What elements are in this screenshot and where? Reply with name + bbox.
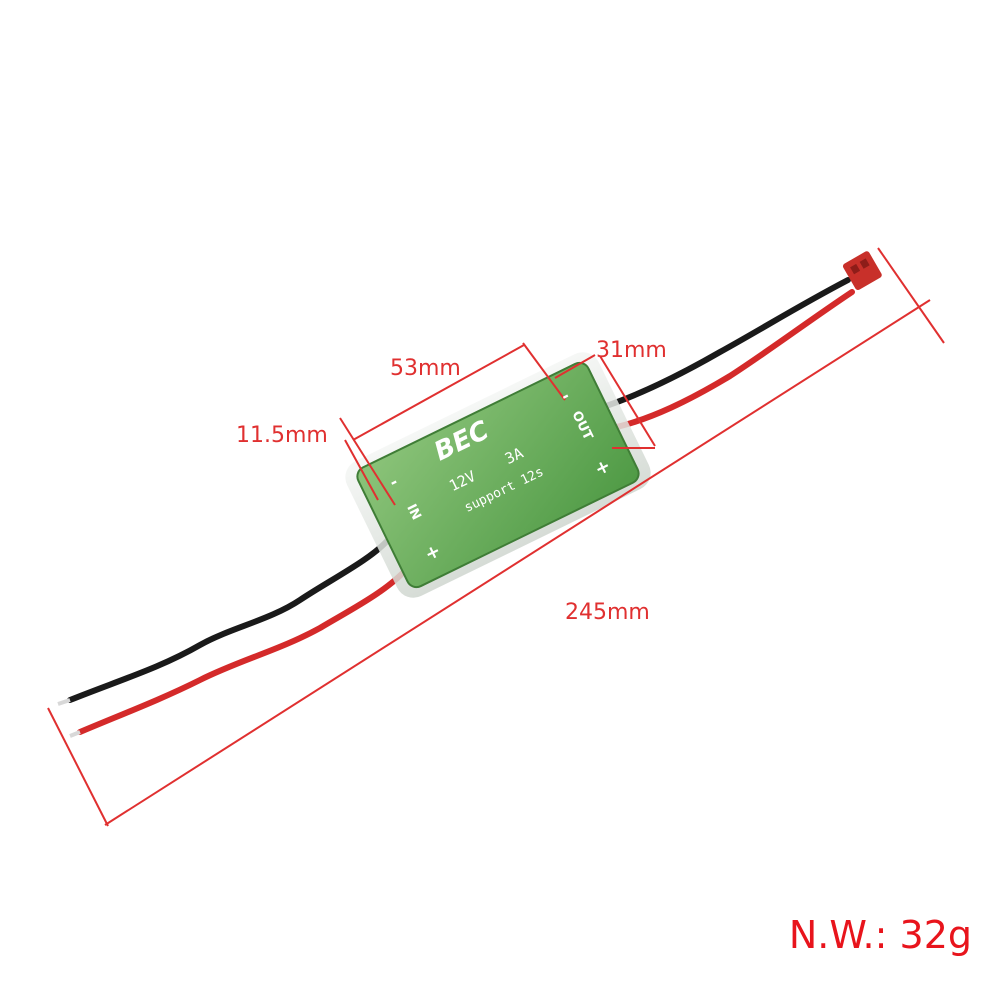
- module-length-label: 53mm: [390, 356, 461, 381]
- board-minus-left: -: [386, 471, 401, 492]
- net-weight-label: N.W.: 32g: [788, 913, 972, 957]
- board-plus-right: +: [591, 454, 615, 481]
- board-minus-right: -: [558, 385, 573, 406]
- board-out-label: OUT: [568, 408, 596, 443]
- module-length-tick-right: [522, 342, 566, 401]
- module-length-tick-left: [339, 417, 396, 506]
- module-length-line: [352, 344, 525, 441]
- input-black-wire: [67, 537, 391, 703]
- board-in-label: IN: [403, 501, 424, 523]
- board-voltage: 12V: [446, 467, 479, 496]
- output-red-wire: [609, 289, 855, 431]
- module-width-label: 31mm: [596, 338, 667, 363]
- length-end-tick-left: [47, 707, 109, 827]
- module-width-tick-top: [554, 354, 596, 379]
- module-height-line: [344, 439, 379, 501]
- length-end-tick-right: [877, 247, 945, 344]
- board-support: support 12s: [462, 464, 547, 516]
- dimension-lines: [47, 247, 945, 827]
- module-height-label: 11.5mm: [236, 423, 328, 448]
- input-black-wire-tip: [57, 698, 71, 706]
- module-width-tick-bottom: [599, 355, 656, 447]
- total-length-label: 245mm: [565, 600, 650, 625]
- output-black-wire: [597, 277, 851, 411]
- input-red-wire-tip: [69, 730, 81, 738]
- board-plus-left: +: [421, 540, 445, 566]
- jst-connector: [842, 251, 882, 291]
- module-case: [345, 352, 651, 598]
- length-dimension-line: [104, 299, 931, 826]
- input-red-wire: [77, 562, 413, 735]
- board-current: 3A: [502, 443, 527, 468]
